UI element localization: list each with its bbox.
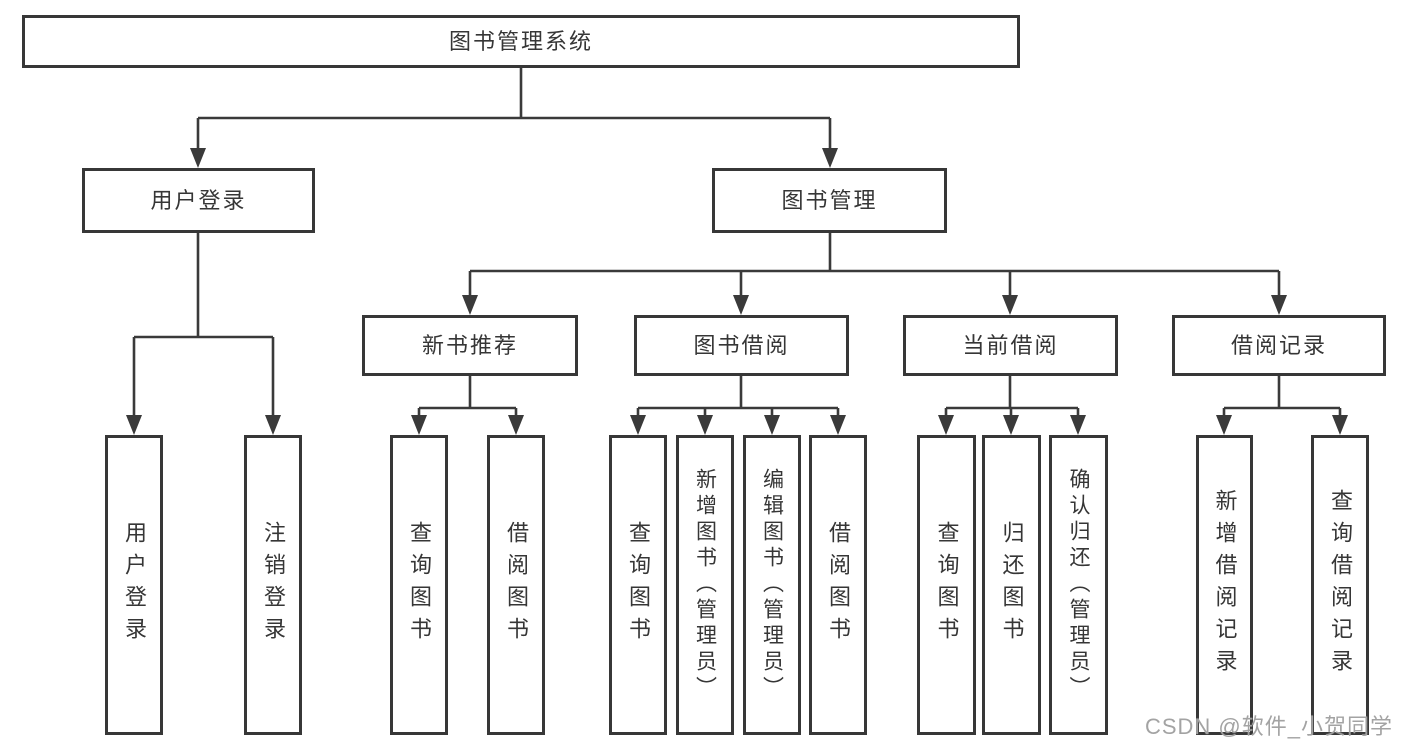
node-borrowing-records: 借阅记录 [1172,315,1386,376]
leaf-add-borrow-record-label: 新增借阅记录 [1212,489,1238,681]
leaf-logout-label: 注销登录 [261,521,286,649]
leaf-confirm-return-admin-label: 确认归还（管理员） [1067,468,1090,702]
node-root: 图书管理系统 [22,15,1020,68]
node-root-label: 图书管理系统 [448,28,593,54]
node-new-book-recommend: 新书推荐 [362,315,578,376]
leaf-user-login: 用户登录 [105,435,163,735]
leaf-edit-book-admin: 编辑图书（管理员） [743,435,801,735]
csdn-watermark: CSDN @软件_小贺同学 [1144,714,1393,739]
node-current-borrowing-label: 当前借阅 [962,332,1059,358]
leaf-add-borrow-record: 新增借阅记录 [1196,435,1253,735]
node-book-management-label: 图书管理 [781,187,878,213]
leaf-return-books-label: 归还图书 [999,521,1025,649]
leaf-borrowing-query-books: 查询图书 [609,435,667,735]
leaf-return-books: 归还图书 [982,435,1041,735]
leaf-confirm-return-admin: 确认归还（管理员） [1049,435,1108,735]
leaf-current-query-books: 查询图书 [917,435,976,735]
node-new-book-recommend-label: 新书推荐 [421,332,518,358]
node-book-borrowing: 图书借阅 [634,315,849,376]
leaf-add-book-admin: 新增图书（管理员） [676,435,734,735]
node-user-login: 用户登录 [82,168,315,233]
node-user-login-label: 用户登录 [150,187,247,213]
node-book-borrowing-label: 图书借阅 [693,332,790,358]
leaf-edit-book-admin-label: 编辑图书（管理员） [760,468,784,702]
leaf-user-login-label: 用户登录 [122,521,147,649]
leaf-borrowing-borrow-books: 借阅图书 [809,435,867,735]
leaf-newbooks-borrow-books: 借阅图书 [487,435,545,735]
leaf-logout: 注销登录 [244,435,302,735]
leaf-borrowing-query-books-label: 查询图书 [626,521,651,649]
leaf-query-borrow-record-label: 查询借阅记录 [1328,489,1353,681]
node-book-management: 图书管理 [712,168,947,233]
leaf-current-query-books-label: 查询图书 [934,521,960,649]
node-current-borrowing: 当前借阅 [903,315,1118,376]
leaf-newbooks-borrow-books-label: 借阅图书 [504,521,529,649]
leaf-borrowing-borrow-books-label: 借阅图书 [826,521,851,649]
leaf-query-borrow-record: 查询借阅记录 [1311,435,1369,735]
leaf-add-book-admin-label: 新增图书（管理员） [693,468,717,702]
leaf-newbooks-query-books: 查询图书 [390,435,448,735]
leaf-newbooks-query-books-label: 查询图书 [407,521,432,649]
node-borrowing-records-label: 借阅记录 [1230,332,1327,358]
